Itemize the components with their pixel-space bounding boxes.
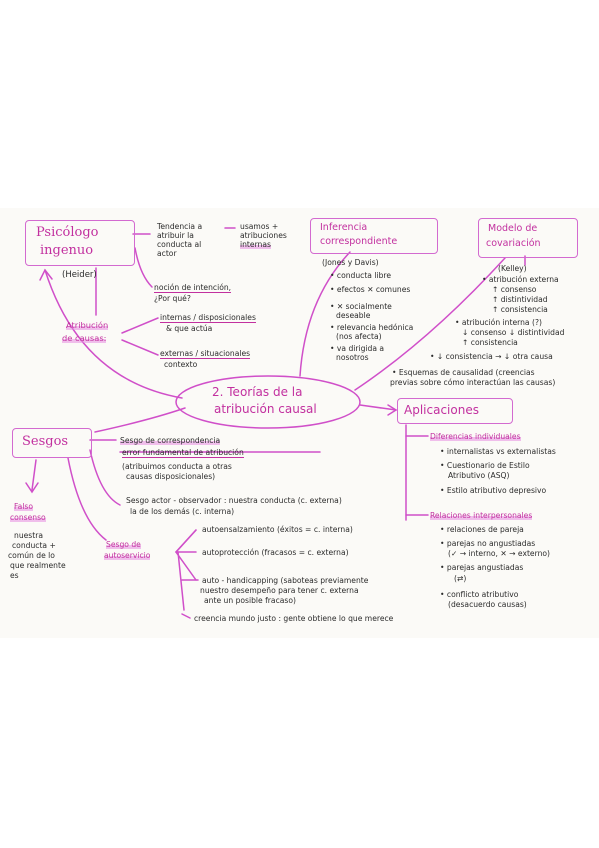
corr-1: Sesgo de correspondencia xyxy=(120,436,221,445)
inferencia-item-7: • va dirigida a xyxy=(330,344,385,353)
falso-1: Falso xyxy=(14,502,34,511)
dif-3: Atributivo (ASQ) xyxy=(448,471,510,480)
dif-header: Diferencias individuales xyxy=(430,432,521,441)
rel-1: • relaciones de pareja xyxy=(440,525,524,534)
falso-3d: que realmente xyxy=(10,561,66,570)
psicologo-title-2: ingenuo xyxy=(40,243,94,258)
rel-header: Relaciones interpersonales xyxy=(430,511,533,520)
modelo-author: (Kelley) xyxy=(498,264,527,273)
center-ellipse xyxy=(175,375,361,429)
dif-1: • internalistas vs externalistas xyxy=(440,447,556,456)
modelo-a3: ↑ distintividad xyxy=(492,295,548,304)
rel-3: (✓ → interno, ✕ → externo) xyxy=(448,549,551,558)
atribucion-causas-2: de causas: xyxy=(62,333,107,343)
modelo-b2: ↓ consenso ↓ distintividad xyxy=(462,328,565,337)
modelo-title-2: covariación xyxy=(486,238,541,249)
falso-3a: nuestra xyxy=(14,531,44,540)
usamos-line-3: internas xyxy=(240,240,271,249)
falso-3c: común de lo xyxy=(8,551,55,560)
rel-5: (⇄) xyxy=(454,574,467,583)
aplicaciones-title: Aplicaciones xyxy=(404,403,479,417)
tendencia-line-3: conducta al xyxy=(157,240,202,249)
rel-2: • parejas no angustiadas xyxy=(440,539,536,548)
inferencia-authors: (Jones y Davis) xyxy=(322,258,379,267)
sesgos-box xyxy=(12,428,92,458)
rel-6: • conflicto atributivo xyxy=(440,590,519,599)
aplicaciones-box xyxy=(397,398,513,424)
modelo-a1: • atribución externa xyxy=(482,275,559,284)
inferencia-title-2: correspondiente xyxy=(320,236,398,247)
rel-4: • parejas angustiadas xyxy=(440,563,524,572)
heider-label: (Heider) xyxy=(62,270,97,280)
modelo-esq1: • Esquemas de causalidad (creencias xyxy=(392,368,535,377)
autoserv-s2: autoprotección (fracasos = c. externa) xyxy=(202,548,349,557)
psicologo-box xyxy=(25,220,135,266)
inferencia-item-6: (nos afecta) xyxy=(336,332,382,341)
internas-line-1: internas / disposicionales xyxy=(160,313,256,323)
inferencia-item-1: • conducta libre xyxy=(330,271,392,280)
inferencia-item-2: • efectos ✕ comunes xyxy=(330,285,411,294)
modelo-esq2: previas sobre cómo interactúan las causa… xyxy=(390,378,556,387)
falso-2: consenso xyxy=(10,513,46,522)
modelo-c1: • ↓ consistencia → ↓ otra causa xyxy=(430,352,553,361)
autoserv-s5: ante un posible fracaso) xyxy=(204,596,296,605)
autoserv-s4: nuestro desempeño para tener c. externa xyxy=(200,586,359,595)
autoservicio-1: Sesgo de xyxy=(106,540,141,549)
autoserv-s6: creencia mundo justo : gente obtiene lo … xyxy=(194,614,394,623)
falso-3b: conducta + xyxy=(12,541,56,550)
inferencia-item-8: nosotros xyxy=(336,353,369,362)
corr-3: (atribuimos conducta a otras xyxy=(122,462,232,471)
falso-3e: es xyxy=(10,571,19,580)
autoserv-s1: autoensalzamiento (éxitos = c. interna) xyxy=(202,525,353,534)
inferencia-box xyxy=(310,218,438,254)
inferencia-item-3: • ✕ socialmente xyxy=(330,302,392,311)
modelo-a4: ↑ consistencia xyxy=(492,305,548,314)
atribucion-causas-1: Atribución xyxy=(66,320,109,330)
usamos-line-2: atribuciones xyxy=(240,231,287,240)
corr-4: causas disposicionales) xyxy=(126,472,216,481)
inferencia-item-5: • relevancia hedónica xyxy=(330,323,414,332)
tendencia-line-2: atribuir la xyxy=(157,231,194,240)
inferencia-title-1: Inferencia xyxy=(320,222,368,233)
dif-4: • Estilo atributivo depresivo xyxy=(440,486,547,495)
externas-line-1: externas / situacionales xyxy=(160,349,251,359)
inferencia-item-4: deseable xyxy=(336,311,371,320)
corr-2: error fundamental de atribución xyxy=(122,448,244,458)
nocion-line-1: noción de intención, xyxy=(154,283,232,293)
rel-7: (desacuerdo causas) xyxy=(448,600,527,609)
sesgos-title: Sesgos xyxy=(22,434,69,449)
autoserv-s3: auto - handicapping (saboteas previament… xyxy=(202,576,369,585)
tendencia-line-4: actor xyxy=(157,249,177,258)
nocion-line-2: ¿Por qué? xyxy=(154,294,191,303)
tendencia-line-1: Tendencia a xyxy=(157,222,203,231)
usamos-line-1: usamos + xyxy=(240,222,279,231)
center-title-1: 2. Teorías de la xyxy=(212,385,303,399)
dif-2: • Cuestionario de Estilo xyxy=(440,461,530,470)
modelo-b1: • atribución interna (?) xyxy=(455,318,542,327)
modelo-box xyxy=(478,218,578,258)
center-title-2: atribución causal xyxy=(214,402,317,416)
externas-line-2: contexto xyxy=(164,360,198,369)
modelo-a2: ↑ consenso xyxy=(492,285,537,294)
actor-2: la de los demás (c. interna) xyxy=(130,507,235,516)
autoservicio-2: autoservicio xyxy=(104,551,151,560)
internas-line-2: & que actúa xyxy=(166,324,213,333)
psicologo-title-1: Psicólogo xyxy=(36,225,99,240)
actor-1: Sesgo actor - observador : nuestra condu… xyxy=(126,496,342,505)
modelo-b3: ↑ consistencia xyxy=(462,338,518,347)
modelo-title-1: Modelo de xyxy=(488,223,538,234)
